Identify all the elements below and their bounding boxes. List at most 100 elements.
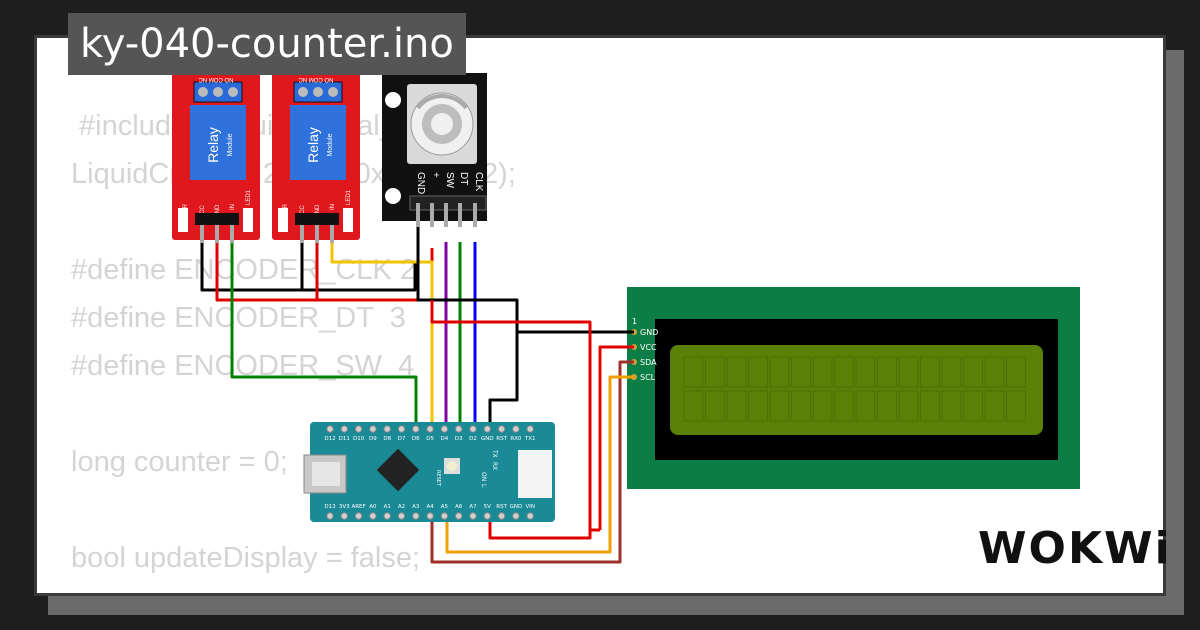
nano-pin[interactable] [354, 512, 363, 520]
encoder-pin[interactable] [416, 203, 420, 227]
wire-relay1-in[interactable] [230, 242, 418, 428]
lcd-pin-index: 1 [632, 317, 637, 326]
nano-pin[interactable] [426, 425, 434, 433]
nano-pin-label: D3 [455, 436, 463, 442]
lcd-char-cell [855, 390, 876, 422]
nano-pin[interactable] [526, 425, 534, 433]
wire-lcd-sda[interactable] [430, 360, 634, 564]
relay-pin[interactable] [215, 225, 219, 243]
code-line: #define ENCODER_DT 3 [71, 302, 406, 334]
wire-relay1-vcc[interactable] [200, 242, 417, 292]
nano-pin[interactable] [412, 512, 420, 520]
terminal-screw [213, 87, 223, 97]
lcd-char-cell [812, 390, 833, 422]
lcd-char-cell [769, 356, 790, 388]
nano-pin[interactable] [369, 425, 377, 433]
relay-label: Relay [305, 127, 321, 163]
lcd-pin-label: GND [640, 328, 658, 337]
relay-led [178, 208, 188, 232]
relay-pin-label: GND [215, 204, 221, 218]
nano-pin[interactable] [397, 512, 406, 520]
encoder-pin[interactable] [444, 203, 448, 227]
lcd-char-grid [683, 356, 1026, 422]
relay-led [343, 208, 353, 232]
wires [200, 222, 634, 564]
nano-pin[interactable] [326, 425, 334, 433]
reset-button-cap [447, 461, 457, 471]
relay-header [295, 213, 339, 225]
nano-pin[interactable] [440, 425, 449, 433]
nano-pin[interactable] [326, 512, 334, 520]
relay-pin[interactable] [200, 225, 204, 243]
lcd-char-cell [1006, 356, 1026, 388]
wire-encoder-gnd[interactable] [416, 222, 519, 428]
relay-top-pins: NO COM NC [298, 76, 334, 82]
relay-module-1[interactable]: Relay Module NO COM NC PWR VCC GND IN LE… [172, 72, 260, 243]
lcd-char-cell [898, 390, 919, 422]
nano-pin[interactable] [512, 512, 520, 520]
nano-pin[interactable] [369, 512, 377, 520]
encoder-pin[interactable] [430, 203, 434, 227]
lcd-pin-label: SDA [640, 358, 657, 367]
nano-pin[interactable] [455, 425, 463, 433]
nano-pin-label: D5 [426, 436, 434, 442]
nano-pin-label: A4 [426, 504, 434, 510]
nano-pin[interactable] [383, 512, 391, 520]
encoder-pin[interactable] [473, 203, 477, 227]
lcd-char-cell [963, 390, 983, 422]
nano-label: ON [480, 472, 487, 481]
encoder-pin-label: SW [444, 172, 455, 189]
wire-lcd-vcc[interactable] [598, 345, 634, 530]
relay-pin[interactable] [330, 225, 334, 243]
nano-pin[interactable] [497, 425, 506, 433]
nano-pin[interactable] [340, 425, 348, 433]
nano-pin[interactable] [340, 512, 348, 520]
nano-pin-label: RX0 [510, 436, 522, 442]
nano-pin[interactable] [354, 425, 363, 433]
nano-pin[interactable] [397, 425, 406, 433]
nano-pin[interactable] [483, 425, 491, 433]
wire-encoder-vcc[interactable] [430, 300, 592, 540]
encoder-pin[interactable] [458, 203, 462, 227]
relay-sublabel: Module [227, 133, 234, 156]
relay-pin[interactable] [300, 225, 304, 243]
encoder-pin-label: + [430, 172, 441, 178]
lcd-char-cell [1006, 390, 1026, 422]
lcd-char-cell [855, 356, 876, 388]
lcd-screen [670, 345, 1043, 435]
nano-pin[interactable] [483, 512, 491, 520]
relay-pin[interactable] [230, 225, 234, 243]
wire-relay2-in[interactable] [330, 242, 434, 428]
nano-pin-label: D10 [353, 436, 365, 442]
nano-pin[interactable] [426, 512, 434, 520]
nano-pin[interactable] [497, 512, 506, 520]
terminal-screw [313, 87, 323, 97]
lcd-char-cell [705, 390, 725, 422]
lcd-char-cell [898, 356, 919, 388]
relay-pin-label: GND [315, 204, 321, 218]
lcd-char-cell [791, 390, 811, 422]
wire-lcd-scl[interactable] [445, 375, 634, 554]
nano-pin[interactable] [455, 512, 463, 520]
relay-pin[interactable] [315, 225, 319, 243]
nano-pin[interactable] [440, 512, 449, 520]
relay-pin-label: IN [230, 204, 236, 210]
nano-pin[interactable] [469, 425, 477, 433]
nano-pin[interactable] [526, 512, 534, 520]
nano-pin-label: A0 [369, 504, 377, 510]
nano-pin-label: GND [510, 504, 523, 510]
rotary-encoder[interactable]: CLK DT SW + GND [382, 73, 487, 227]
icsp-header [518, 450, 552, 498]
encoder-pin-label: DT [458, 172, 469, 185]
nano-pin[interactable] [412, 425, 420, 433]
nano-pin[interactable] [469, 512, 477, 520]
relay-sublabel: Module [327, 133, 334, 156]
code-line: bool updateDisplay = false; [71, 542, 421, 574]
relay-module-2[interactable]: Relay Module NO COM NC PWR VCC GND IN LE… [272, 72, 360, 243]
relay-body [290, 105, 346, 180]
nano-pin[interactable] [383, 425, 391, 433]
nano-pin[interactable] [512, 425, 520, 433]
nano-pin-label: A7 [469, 504, 477, 510]
lcd-display[interactable]: 1 GND VCC SDA SCL [627, 287, 1080, 489]
